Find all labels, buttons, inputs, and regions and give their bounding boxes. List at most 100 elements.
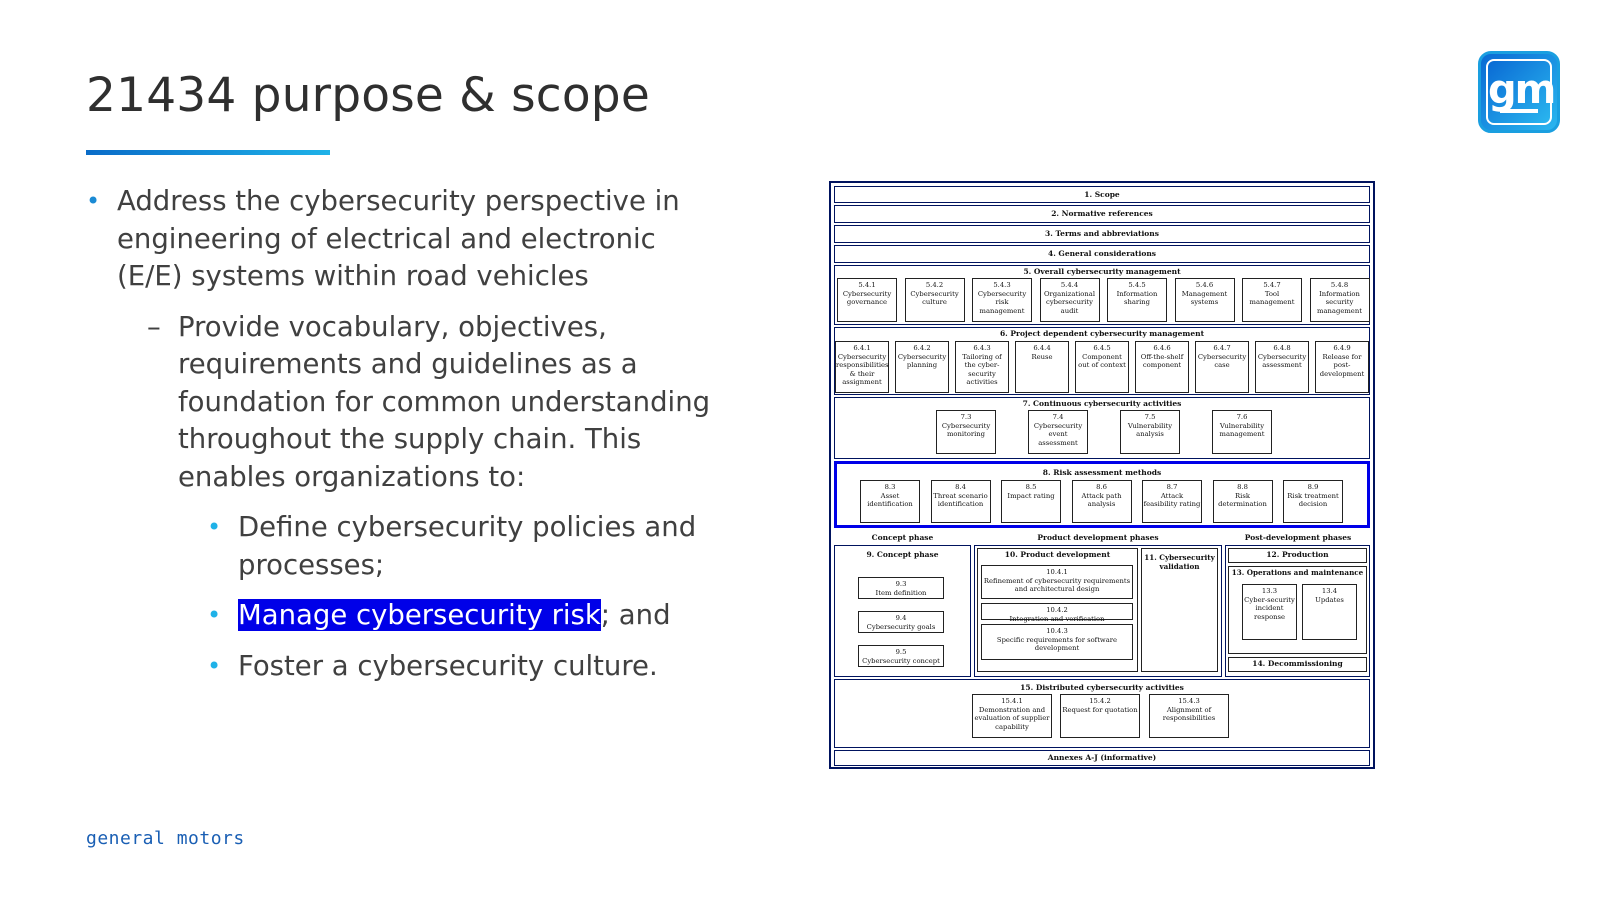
clause-label: Tailoring of the cyber-security activiti… — [962, 352, 1002, 387]
bullet-dot-icon: • — [207, 601, 222, 629]
clause-label: Specific requirements for software devel… — [996, 635, 1118, 653]
bullet-level3: • Define cybersecurity policies and proc… — [207, 509, 726, 584]
diagram-row: 1. Scope — [834, 186, 1370, 203]
clause-number: 6.4.4 — [1033, 344, 1051, 352]
product-phase-label: Product development phases — [1037, 533, 1159, 542]
clause-number: 8.9 — [1307, 483, 1319, 491]
clause-label: Attack path analysis — [1081, 491, 1122, 509]
clause-number: 7.4 — [1052, 413, 1064, 421]
section-14: 14. Decommissioning — [1228, 657, 1367, 672]
bullet-list: • Address the cybersecurity perspective … — [86, 183, 726, 685]
clause-number: 15.4.3 — [1178, 697, 1200, 705]
bullet-text: Define cybersecurity policies and proces… — [238, 511, 697, 581]
clause-label: Reuse — [1031, 352, 1053, 361]
gm-logo-text: gm — [1488, 67, 1556, 113]
clause-number: 5.4.5 — [1128, 281, 1146, 289]
clause-label: Integration and verification — [1009, 614, 1105, 623]
clause-number: 8.5 — [1025, 483, 1037, 491]
clause-number: 8.6 — [1096, 483, 1107, 491]
clause-number: 13.3 — [1261, 587, 1278, 595]
gm-logo-bar — [1500, 109, 1538, 113]
clause-number: 6.4.8 — [1273, 344, 1291, 352]
clause-number: 6.4.9 — [1333, 344, 1351, 352]
clause-number: 10.4.2 — [1046, 606, 1068, 614]
clause-label: Cybersecurity assessment — [1257, 352, 1307, 370]
clause-label: Request for quotation — [1062, 705, 1138, 714]
clause-label: Tool management — [1249, 289, 1295, 307]
clause-number: 7.5 — [1144, 413, 1156, 421]
clause-number: 15.4.2 — [1089, 697, 1111, 705]
section-title: 6. Project dependent cybersecurity manag… — [999, 329, 1205, 338]
clause-number: 6.4.7 — [1213, 344, 1231, 352]
bullet-dot-icon: • — [207, 651, 222, 680]
clause-number: 7.3 — [960, 413, 972, 421]
bullet-level2: – Provide vocabulary, objectives, requir… — [147, 309, 726, 497]
clause-number: 15.4.1 — [1001, 697, 1023, 705]
concept-phase-label: Concept phase — [871, 533, 934, 542]
section-title: 8. Risk assessment methods — [1042, 468, 1162, 477]
section-15: 15. Distributed cybersecurity activities… — [834, 679, 1370, 748]
selected-text-highlight[interactable]: Manage cybersecurity risk — [238, 599, 601, 631]
clause-number: 8.4 — [955, 483, 966, 491]
clause-number: 5.4.6 — [1195, 281, 1214, 289]
diagram-row: 4. General considerations — [834, 245, 1370, 263]
clause-number: 5.4.2 — [925, 281, 944, 289]
section-7: 7. Continuous cybersecurity activities 7… — [834, 397, 1370, 459]
clause-number: 6.4.3 — [973, 344, 991, 352]
section-title: 10. Product development — [1004, 550, 1111, 559]
clause-label: Demonstration and evaluation of supplier… — [974, 705, 1050, 731]
clause-label: Cybersecurity event assessment — [1033, 421, 1083, 447]
section-title: 5. Overall cybersecurity management — [1023, 267, 1181, 276]
section-12: 12. Production — [1228, 548, 1367, 563]
section-title: 15. Distributed cybersecurity activities — [1020, 683, 1184, 692]
clause-label: Attack feasibility rating — [1143, 491, 1201, 509]
post-development-container: 12. Production 13. Operations and mainte… — [1225, 545, 1370, 677]
clause-label: Cybersecurity case — [1197, 352, 1247, 370]
clause-number: 8.8 — [1237, 483, 1248, 491]
clause-label: Component out of context — [1078, 352, 1126, 370]
clause-number: 6.4.5 — [1093, 344, 1111, 352]
clause-label: Risk treatment decision — [1287, 491, 1339, 509]
bullet-text: Address the cybersecurity perspective in… — [117, 185, 680, 292]
clause-number: 5.4.7 — [1263, 281, 1281, 289]
clause-label: Cybersecurity concept — [862, 656, 940, 665]
diagram-row: 2. Normative references — [834, 205, 1370, 223]
gm-logo-frame: gm — [1486, 59, 1556, 125]
clause-number: 9.4 — [895, 614, 907, 622]
slide-title: 21434 purpose & scope — [86, 68, 650, 123]
bullet-dot-icon: • — [86, 187, 101, 215]
clause-label: Cyber-security incident response — [1244, 595, 1295, 621]
clause-number: 13.4 — [1321, 587, 1338, 595]
clause-number: 8.7 — [1166, 483, 1178, 491]
clause-label: Refinement of cybersecurity requirements… — [983, 576, 1131, 594]
clause-number: 9.5 — [895, 648, 907, 656]
diagram-row: 3. Terms and abbreviations — [834, 225, 1370, 243]
clause-label: Vulnerability management — [1219, 421, 1265, 439]
iso21434-structure-diagram: 1. Scope 2. Normative references 3. Term… — [829, 181, 1375, 769]
section-11: 11. Cybersecurity validation — [1141, 548, 1218, 672]
section-title: 13. Operations and maintenance — [1231, 568, 1364, 577]
clause-label: Asset identification — [867, 491, 913, 509]
